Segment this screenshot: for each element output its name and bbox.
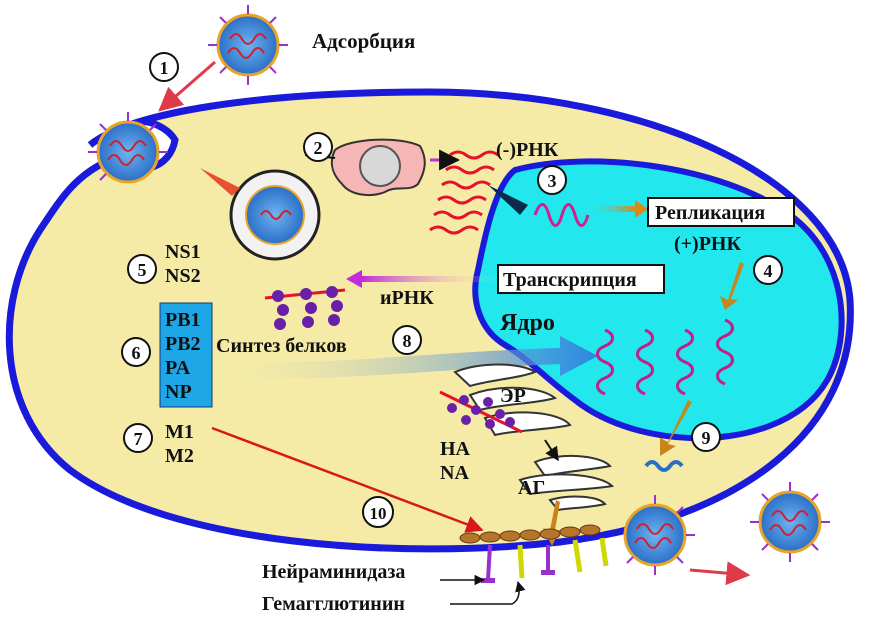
budding-virion-icon [623,495,695,575]
m1-transport-arrow [211,426,484,533]
mrna-export-arrow [362,276,498,282]
protein-ns1: NS1 [165,241,201,263]
ha-label: НА [440,438,471,460]
svg-text:10: 10 [370,504,387,523]
svg-text:9: 9 [702,428,711,448]
svg-text:4: 4 [764,261,773,281]
step-marker-6: 6 [121,337,151,367]
vrnp-strand-icon [644,460,684,472]
transcription-box [497,264,665,294]
membrane-m1-layer-icon [459,524,601,544]
endocytosis-arrow [200,168,240,196]
golgi-icon [518,454,615,512]
svg-text:7: 7 [134,429,143,449]
step-marker-3: 3 [537,165,567,195]
svg-text:1: 1 [160,58,169,78]
membrane-spikes-icon [481,537,609,583]
step4-arrow [720,262,744,310]
step-marker-2: 2 [303,132,333,162]
mrna-label: иРНК [380,287,434,309]
uncoating-icon [304,138,426,197]
adsorption-label: Адсорбция [312,29,415,53]
golgi-label: АГ [518,477,545,499]
er-icon [453,363,572,437]
adsorption-arrow [158,60,216,112]
step-marker-7: 7 [123,423,153,453]
protein-m2: M2 [165,445,194,467]
neuraminidase-label: Нейраминидаза [262,561,405,583]
hemagglutinin-pointer [450,580,526,605]
protein-pb1: PB1 [165,309,201,331]
replication-arrow [585,206,635,212]
step-marker-4: 4 [753,255,783,285]
nuclear-entry-arrow [488,185,528,215]
release-arrow [689,561,751,586]
vrnp-helices-icon [596,318,734,396]
replication-label: Репликация [655,202,765,224]
step-marker-1: 1 [149,52,179,82]
endosome-icon [229,169,321,261]
step-marker-5: 5 [127,254,157,284]
transcription-label: Транскрипция [503,269,637,291]
er-golgi-arrow [544,439,559,462]
svg-text:2: 2 [314,138,323,158]
released-virion-icon [750,482,830,562]
hemagglutinin-label: Гемагглютинин [262,593,405,615]
neg-rna-label: (-)РНК [496,139,559,161]
svg-text:5: 5 [138,260,147,280]
protein-pa: PA [165,357,191,379]
protein-pb2: PB2 [165,333,201,355]
step-marker-8: 8 [392,325,422,355]
vrnp-export-arrow [660,400,692,456]
er-ribosomes-icon [439,390,523,434]
nucleus-label: Ядро [500,310,555,336]
er-label: ЭР [500,385,526,407]
virion-attached-icon [88,112,168,184]
svg-text:3: 3 [548,171,557,191]
vrna-strands-icon [429,150,499,235]
pos-rna-label: (+)РНК [674,233,741,255]
ribosomes-icon [264,286,346,330]
protein-m1: M1 [165,421,194,443]
rnp-helix-icon [533,203,590,227]
polymerase-box [159,302,213,408]
step-marker-9: 9 [691,422,721,452]
replication-box [647,197,795,227]
na-label: NA [440,462,469,484]
svg-text:8: 8 [403,331,412,351]
svg-text:6: 6 [132,343,141,363]
protein-ns2: NS2 [165,265,201,287]
virion-icon [208,5,288,85]
step-marker-10: 10 [362,496,394,528]
protein-transport-arrow [210,336,598,379]
protein-synthesis-label: Синтез белков [216,335,347,357]
protein-np: NP [165,381,192,403]
